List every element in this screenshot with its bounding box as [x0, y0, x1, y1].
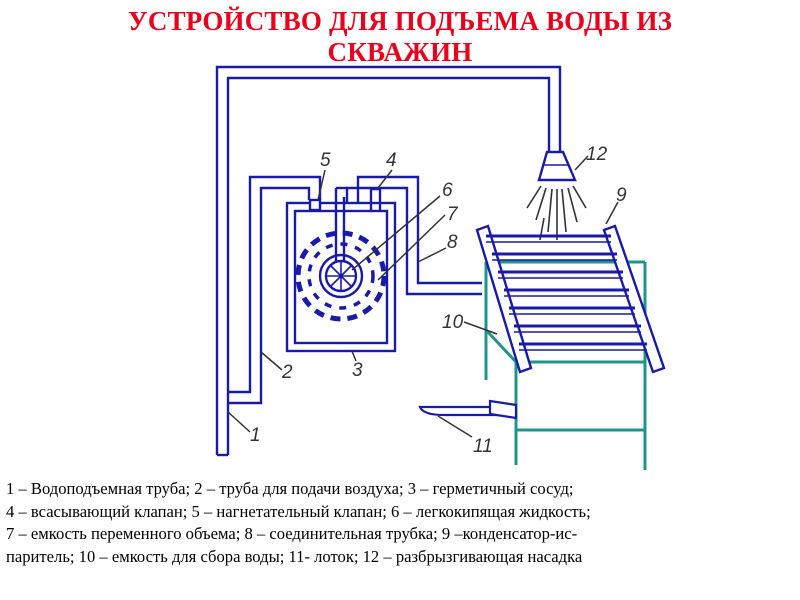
label-1: 1	[250, 425, 261, 446]
label-7: 7	[447, 204, 459, 225]
label-11: 11	[473, 436, 493, 457]
label-8: 8	[447, 232, 458, 253]
inner-pipe	[336, 188, 347, 262]
legend-line-1: 1 – Водоподъемная труба; 2 – труба для п…	[6, 478, 796, 501]
label-6: 6	[442, 180, 453, 201]
label-12: 12	[586, 144, 608, 165]
label-10: 10	[442, 312, 464, 333]
label-2: 2	[281, 362, 293, 383]
label-4: 4	[386, 150, 397, 171]
collection-tray	[420, 401, 516, 418]
variable-volume-vessel	[320, 255, 362, 297]
label-3: 3	[352, 360, 363, 381]
legend: 1 – Водоподъемная труба; 2 – труба для п…	[6, 478, 796, 568]
connecting-tube	[347, 177, 482, 294]
legend-line-4: паритель; 10 – емкость для сбора воды; 1…	[6, 546, 796, 569]
label-9: 9	[616, 185, 627, 206]
suction-valve	[371, 189, 380, 211]
water-collection-tank	[486, 262, 645, 470]
legend-line-2: 4 – всасывающий клапан; 5 – нагнетательн…	[6, 501, 796, 524]
discharge-valve	[310, 200, 320, 210]
spray-nozzle	[527, 152, 586, 240]
label-5: 5	[320, 150, 331, 171]
legend-line-3: 7 – емкость переменного объема; 8 – соед…	[6, 523, 796, 546]
